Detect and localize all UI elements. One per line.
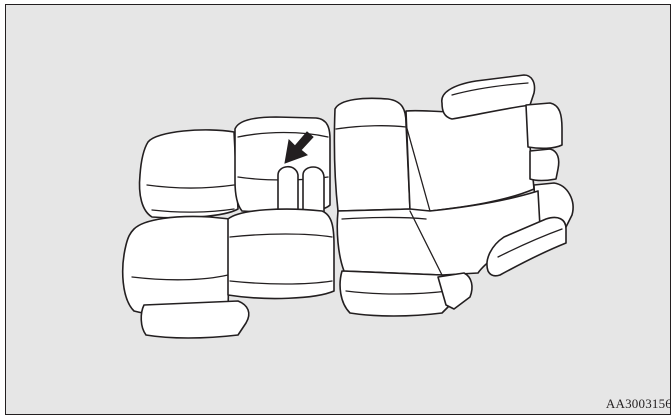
illustration-frame: AA3003156	[5, 4, 671, 415]
right-head-restraint-middle	[530, 149, 559, 181]
right-head-restraint-upper	[526, 103, 562, 148]
left-seat-cushion-outer	[123, 217, 230, 316]
right-seat-backrest-side	[406, 103, 534, 211]
right-seat-folded-backrest	[334, 98, 410, 211]
left-seat-backrest	[140, 130, 239, 218]
right-seat-base	[340, 271, 452, 316]
figure-code: AA3003156	[606, 396, 671, 412]
seat-folding-illustration	[6, 5, 671, 415]
left-seat-base	[141, 301, 249, 338]
left-seat-cushion-inner	[228, 209, 334, 298]
